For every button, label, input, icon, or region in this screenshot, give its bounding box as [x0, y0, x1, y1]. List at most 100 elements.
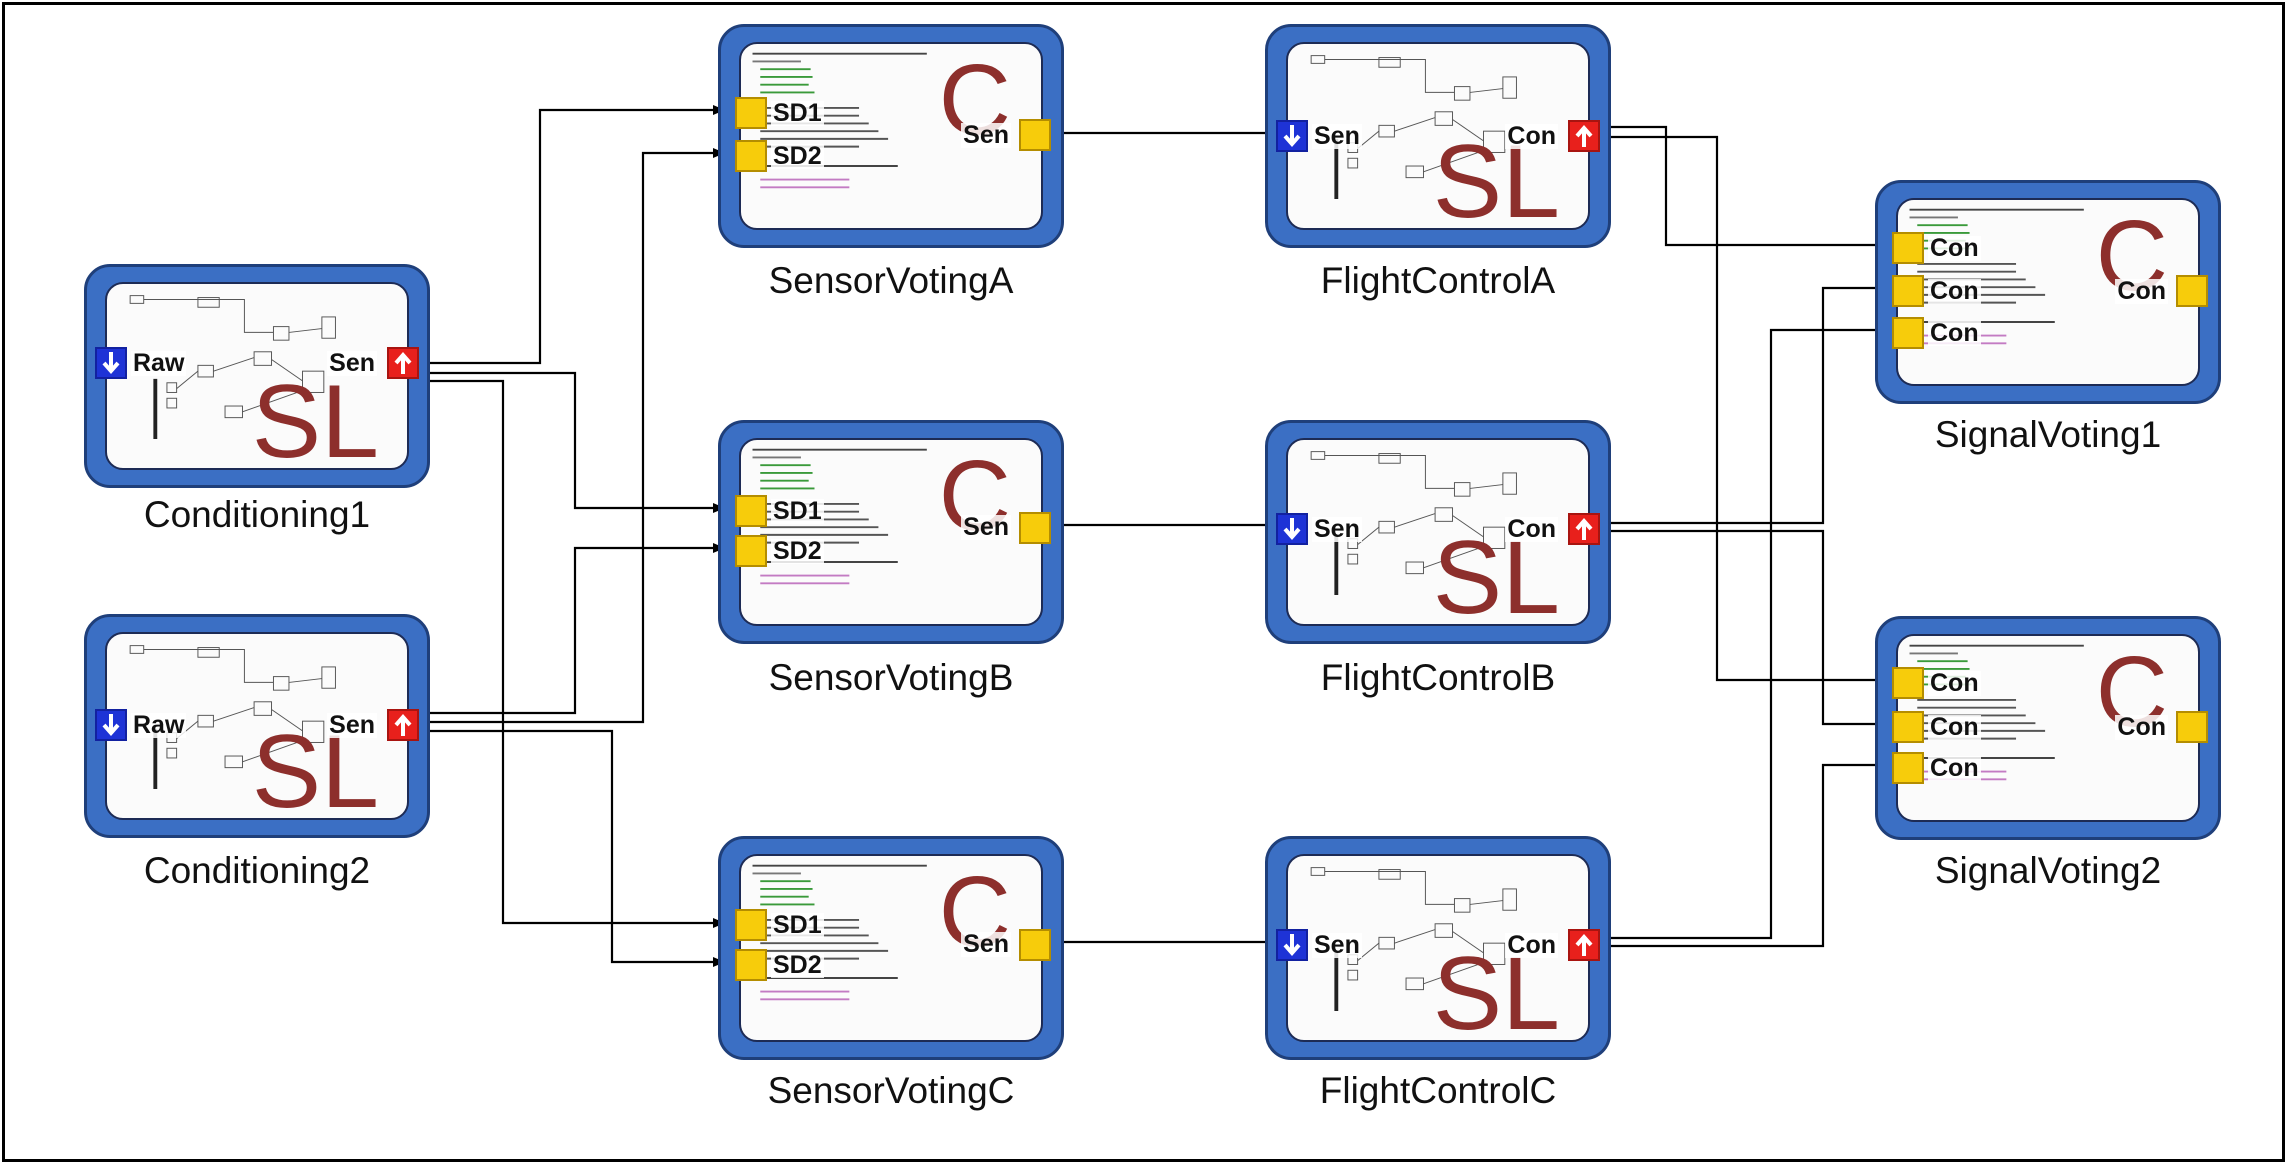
- wire-cond2-to-svA-sd2: [430, 148, 725, 724]
- flightcontrolC-sen-input-port[interactable]: [1276, 929, 1308, 961]
- port-label: Sen: [961, 121, 1011, 149]
- port-label: SD2: [771, 951, 824, 979]
- sensorvotingC-sd1-input-port[interactable]: [735, 909, 767, 941]
- sensorvotingB-sd1-input-port[interactable]: [735, 495, 767, 527]
- arrow-down-icon: [1283, 934, 1301, 957]
- signalvoting2-con-input-port-2[interactable]: [1892, 711, 1924, 743]
- flightcontrolA-name: FlightControlA: [1320, 260, 1556, 301]
- port-label: Sen: [961, 513, 1011, 541]
- flightcontrolB-sen-input-port[interactable]: [1276, 513, 1308, 545]
- port-label: Sen: [327, 711, 377, 739]
- port-label: SD1: [771, 911, 824, 939]
- arrow-down-icon: [102, 352, 120, 375]
- flightcontrolB-block[interactable]: SL Sen Con: [1265, 420, 1611, 644]
- arrow-up-icon: [394, 351, 412, 374]
- port-label: Sen: [1312, 931, 1362, 959]
- signalvoting2-con-input-port-1[interactable]: [1892, 667, 1924, 699]
- simulink-diagram-thumbnail: [129, 645, 336, 789]
- flightcontrolB-con-output-port[interactable]: [1568, 513, 1600, 545]
- port-label: Sen: [1312, 515, 1362, 543]
- port-label: SD2: [771, 537, 824, 565]
- conditioning2-block[interactable]: SL Raw Sen: [84, 614, 430, 838]
- sensorvotingB-sen-output-port[interactable]: [1019, 512, 1051, 544]
- flightcontrolC-con-output-port[interactable]: [1568, 929, 1600, 961]
- port-label: Raw: [131, 711, 187, 739]
- conditioning1-block[interactable]: SL Raw Sen: [84, 264, 430, 488]
- conditioning2-name: Conditioning2: [143, 850, 371, 891]
- port-label: Con: [1928, 277, 1981, 305]
- sensorvotingA-sen-output-port[interactable]: [1019, 119, 1051, 151]
- wire-fcA-to-sig2: [1602, 135, 1893, 685]
- port-label: Con: [1928, 754, 1981, 782]
- signalvoting1-name: SignalVoting1: [1934, 414, 2162, 455]
- wire-cond1-to-svB-sd1: [430, 371, 725, 513]
- flightcontrolC-block[interactable]: SL Sen Con: [1265, 836, 1611, 1060]
- port-label: Con: [1505, 515, 1558, 543]
- signalvoting1-con-output-port[interactable]: [2176, 275, 2208, 307]
- wire-fcC-to-sig1: [1602, 325, 1893, 940]
- simulink-diagram-thumbnail: [1310, 451, 1517, 595]
- port-label: SD2: [771, 142, 824, 170]
- port-label: Con: [1928, 319, 1981, 347]
- port-label: Con: [1505, 931, 1558, 959]
- conditioning2-raw-input-port[interactable]: [95, 709, 127, 741]
- port-label: SD1: [771, 497, 824, 525]
- wire-cond1-to-svA-sd1: [430, 105, 725, 365]
- port-label: Raw: [131, 349, 187, 377]
- sensorvotingB-sd2-input-port[interactable]: [735, 535, 767, 567]
- port-label: Con: [1928, 234, 1981, 262]
- sensorvotingC-sen-output-port[interactable]: [1019, 929, 1051, 961]
- conditioning1-sen-output-port[interactable]: [387, 347, 419, 379]
- arrow-up-icon: [1575, 933, 1593, 956]
- wire-cond2-to-svB-sd2: [430, 543, 725, 715]
- flightcontrolA-con-output-port[interactable]: [1568, 120, 1600, 152]
- sensorvotingA-sd1-input-port[interactable]: [735, 97, 767, 129]
- simulink-label: SL: [251, 364, 379, 470]
- arrow-down-icon: [1283, 518, 1301, 541]
- simulink-diagram-thumbnail: [1310, 867, 1517, 1011]
- signalvoting1-block[interactable]: C Con Con Con Con: [1875, 180, 2221, 404]
- sensorvotingA-sd2-input-port[interactable]: [735, 140, 767, 172]
- model-thumbnail: SL: [105, 282, 409, 470]
- port-label: Sen: [961, 930, 1011, 958]
- conditioning1-raw-input-port[interactable]: [95, 347, 127, 379]
- wire-cond2-to-svC-sd2: [430, 729, 725, 967]
- sensorvotingB-block[interactable]: C SD1 SD2 Sen: [718, 420, 1064, 644]
- signalvoting2-block[interactable]: C Con Con Con Con: [1875, 616, 2221, 840]
- simulink-diagram-thumbnail: [129, 295, 336, 439]
- port-label: Con: [1928, 669, 1981, 697]
- sensorvotingC-block[interactable]: C SD1 SD2 Sen: [718, 836, 1064, 1060]
- signalvoting2-name: SignalVoting2: [1934, 850, 2162, 891]
- simulink-label: SL: [1432, 936, 1560, 1042]
- arrow-down-icon: [102, 714, 120, 737]
- flightcontrolA-sen-input-port[interactable]: [1276, 120, 1308, 152]
- port-label: Con: [1505, 122, 1558, 150]
- signalvoting1-con-input-port-3[interactable]: [1892, 317, 1924, 349]
- sensorvotingA-name: SensorVotingA: [768, 260, 1014, 301]
- simulink-label: SL: [1432, 520, 1560, 626]
- signalvoting1-con-input-port-1[interactable]: [1892, 232, 1924, 264]
- signalvoting1-con-input-port-2[interactable]: [1892, 275, 1924, 307]
- wire-fcB-to-sig2: [1602, 529, 1893, 729]
- port-label: Con: [2115, 713, 2168, 741]
- signalvoting2-con-output-port[interactable]: [2176, 711, 2208, 743]
- arrow-down-icon: [1283, 125, 1301, 148]
- arrow-up-icon: [1575, 124, 1593, 147]
- sensorvotingC-sd2-input-port[interactable]: [735, 949, 767, 981]
- port-label: Con: [1928, 713, 1981, 741]
- sensorvotingA-block[interactable]: C SD1 SD2 Sen: [718, 24, 1064, 248]
- wire-fcB-to-sig1: [1602, 283, 1893, 525]
- conditioning1-name: Conditioning1: [143, 494, 371, 535]
- port-label: SD1: [771, 99, 824, 127]
- arrow-up-icon: [1575, 517, 1593, 540]
- wire-fcA-to-sig1: [1602, 125, 1893, 250]
- conditioning2-sen-output-port[interactable]: [387, 709, 419, 741]
- signalvoting2-con-input-port-3[interactable]: [1892, 752, 1924, 784]
- flightcontrolB-name: FlightControlB: [1320, 657, 1556, 698]
- port-label: Sen: [1312, 122, 1362, 150]
- port-label: Sen: [327, 349, 377, 377]
- flightcontrolA-block[interactable]: SL Sen Con: [1265, 24, 1611, 248]
- sensorvotingC-name: SensorVotingC: [767, 1070, 1015, 1111]
